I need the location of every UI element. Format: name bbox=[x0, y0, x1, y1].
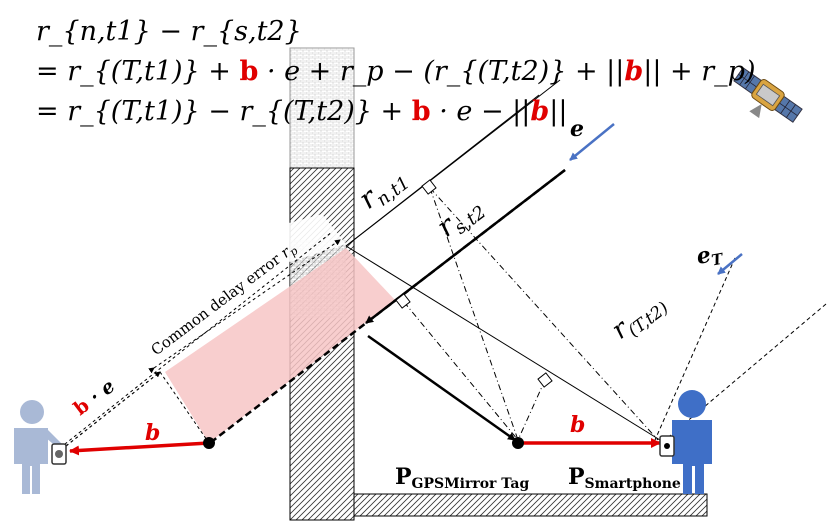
dashdot-4 bbox=[517, 379, 546, 441]
phone-left-icon bbox=[51, 443, 67, 465]
label-b-dot-e: b · e bbox=[70, 375, 119, 420]
person-right-icon bbox=[672, 390, 712, 494]
wall-upper bbox=[289, 47, 355, 169]
phone-right-icon bbox=[659, 435, 675, 457]
equation-line-3: = r_{(T,t1)} − r_{(T,t2)} + b · e − ||b|… bbox=[36, 96, 567, 127]
dashdot-3 bbox=[429, 187, 659, 441]
ray-wall-to-phone bbox=[345, 245, 661, 441]
point-gpsmirror-tag bbox=[512, 437, 524, 449]
ray-r-nt1-upper bbox=[345, 79, 561, 247]
equation: r_{n,t1} − r_{s,t2} = r_{(T,t1)} + b · e… bbox=[36, 16, 755, 127]
right-angle-2 bbox=[395, 293, 411, 309]
label-b-right: b bbox=[570, 412, 585, 438]
label-e: e bbox=[570, 116, 584, 142]
ray-r-Tt2 bbox=[654, 257, 736, 441]
label-r-Tt2: r(T,t2) bbox=[606, 287, 672, 349]
dashdot-2 bbox=[403, 301, 519, 441]
dashdot-1 bbox=[429, 187, 519, 441]
equation-line-2: = r_{(T,t1)} + b · e + r_p − (r_{(T,t2)}… bbox=[36, 56, 755, 87]
equation-line-1: r_{n,t1} − r_{s,t2} bbox=[36, 16, 302, 47]
satellite-icon bbox=[733, 67, 803, 123]
label-gpsmirror-tag: PGPSMirror Tag bbox=[395, 464, 529, 492]
arrow-e bbox=[569, 123, 615, 161]
label-r-nt1: rn,t1 bbox=[352, 160, 414, 219]
common-delay-dim-2 bbox=[59, 231, 333, 449]
label-r-st2: rs,t2 bbox=[430, 189, 490, 247]
common-delay-dim-1 bbox=[148, 239, 341, 374]
point-mirror-virtual bbox=[203, 437, 215, 449]
right-angle-3 bbox=[537, 372, 553, 388]
arrow-e-T bbox=[717, 253, 743, 275]
common-delay-region bbox=[165, 248, 395, 443]
b-dot-e-dim bbox=[60, 371, 161, 452]
ground-slab bbox=[352, 493, 708, 517]
label-b-left: b bbox=[145, 420, 160, 446]
b-vector-left bbox=[69, 441, 210, 456]
right-angle-1 bbox=[421, 179, 437, 195]
ray-e-T-dashed bbox=[664, 303, 827, 441]
label-smartphone: PSmartphone bbox=[568, 464, 681, 492]
label-e-T: eT bbox=[695, 240, 726, 272]
signal-reflected bbox=[367, 334, 516, 442]
b-dot-e-dim-ext bbox=[159, 371, 210, 444]
